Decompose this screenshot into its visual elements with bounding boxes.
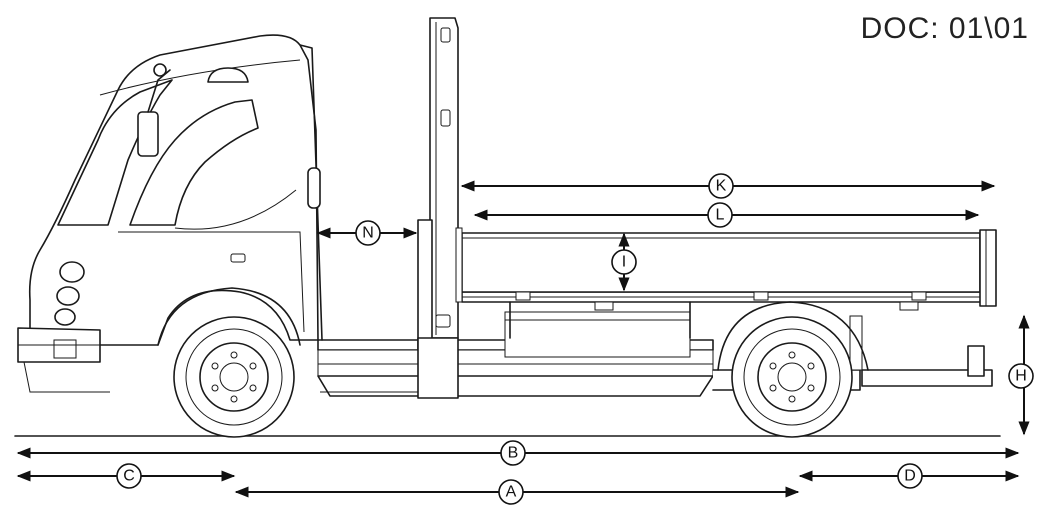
svg-text:I: I xyxy=(622,254,626,271)
dimension-label-d: D xyxy=(897,463,923,489)
dimension-label-i: I xyxy=(611,249,637,275)
dimension-label-k: K xyxy=(708,173,734,199)
svg-text:C: C xyxy=(123,468,135,485)
svg-text:B: B xyxy=(508,445,519,462)
dimension-label-c: C xyxy=(116,463,142,489)
front-wheel xyxy=(173,316,295,438)
cab xyxy=(17,34,323,393)
svg-text:A: A xyxy=(506,484,517,501)
dimension-label-h: H xyxy=(1008,363,1034,389)
flatbed xyxy=(461,229,997,339)
rear-wheel xyxy=(717,301,869,438)
svg-text:D: D xyxy=(904,468,916,485)
svg-text:K: K xyxy=(716,178,727,195)
svg-text:N: N xyxy=(362,225,374,242)
dimension-label-n: N xyxy=(355,220,381,246)
headboard xyxy=(417,17,463,399)
dimension-label-a: A xyxy=(498,479,524,505)
svg-text:H: H xyxy=(1015,368,1027,385)
svg-text:L: L xyxy=(716,207,725,224)
dimension-label-b: B xyxy=(500,440,526,466)
dimension-label-l: L xyxy=(707,202,733,228)
document-code: DOC: 01\01 xyxy=(860,12,1029,45)
